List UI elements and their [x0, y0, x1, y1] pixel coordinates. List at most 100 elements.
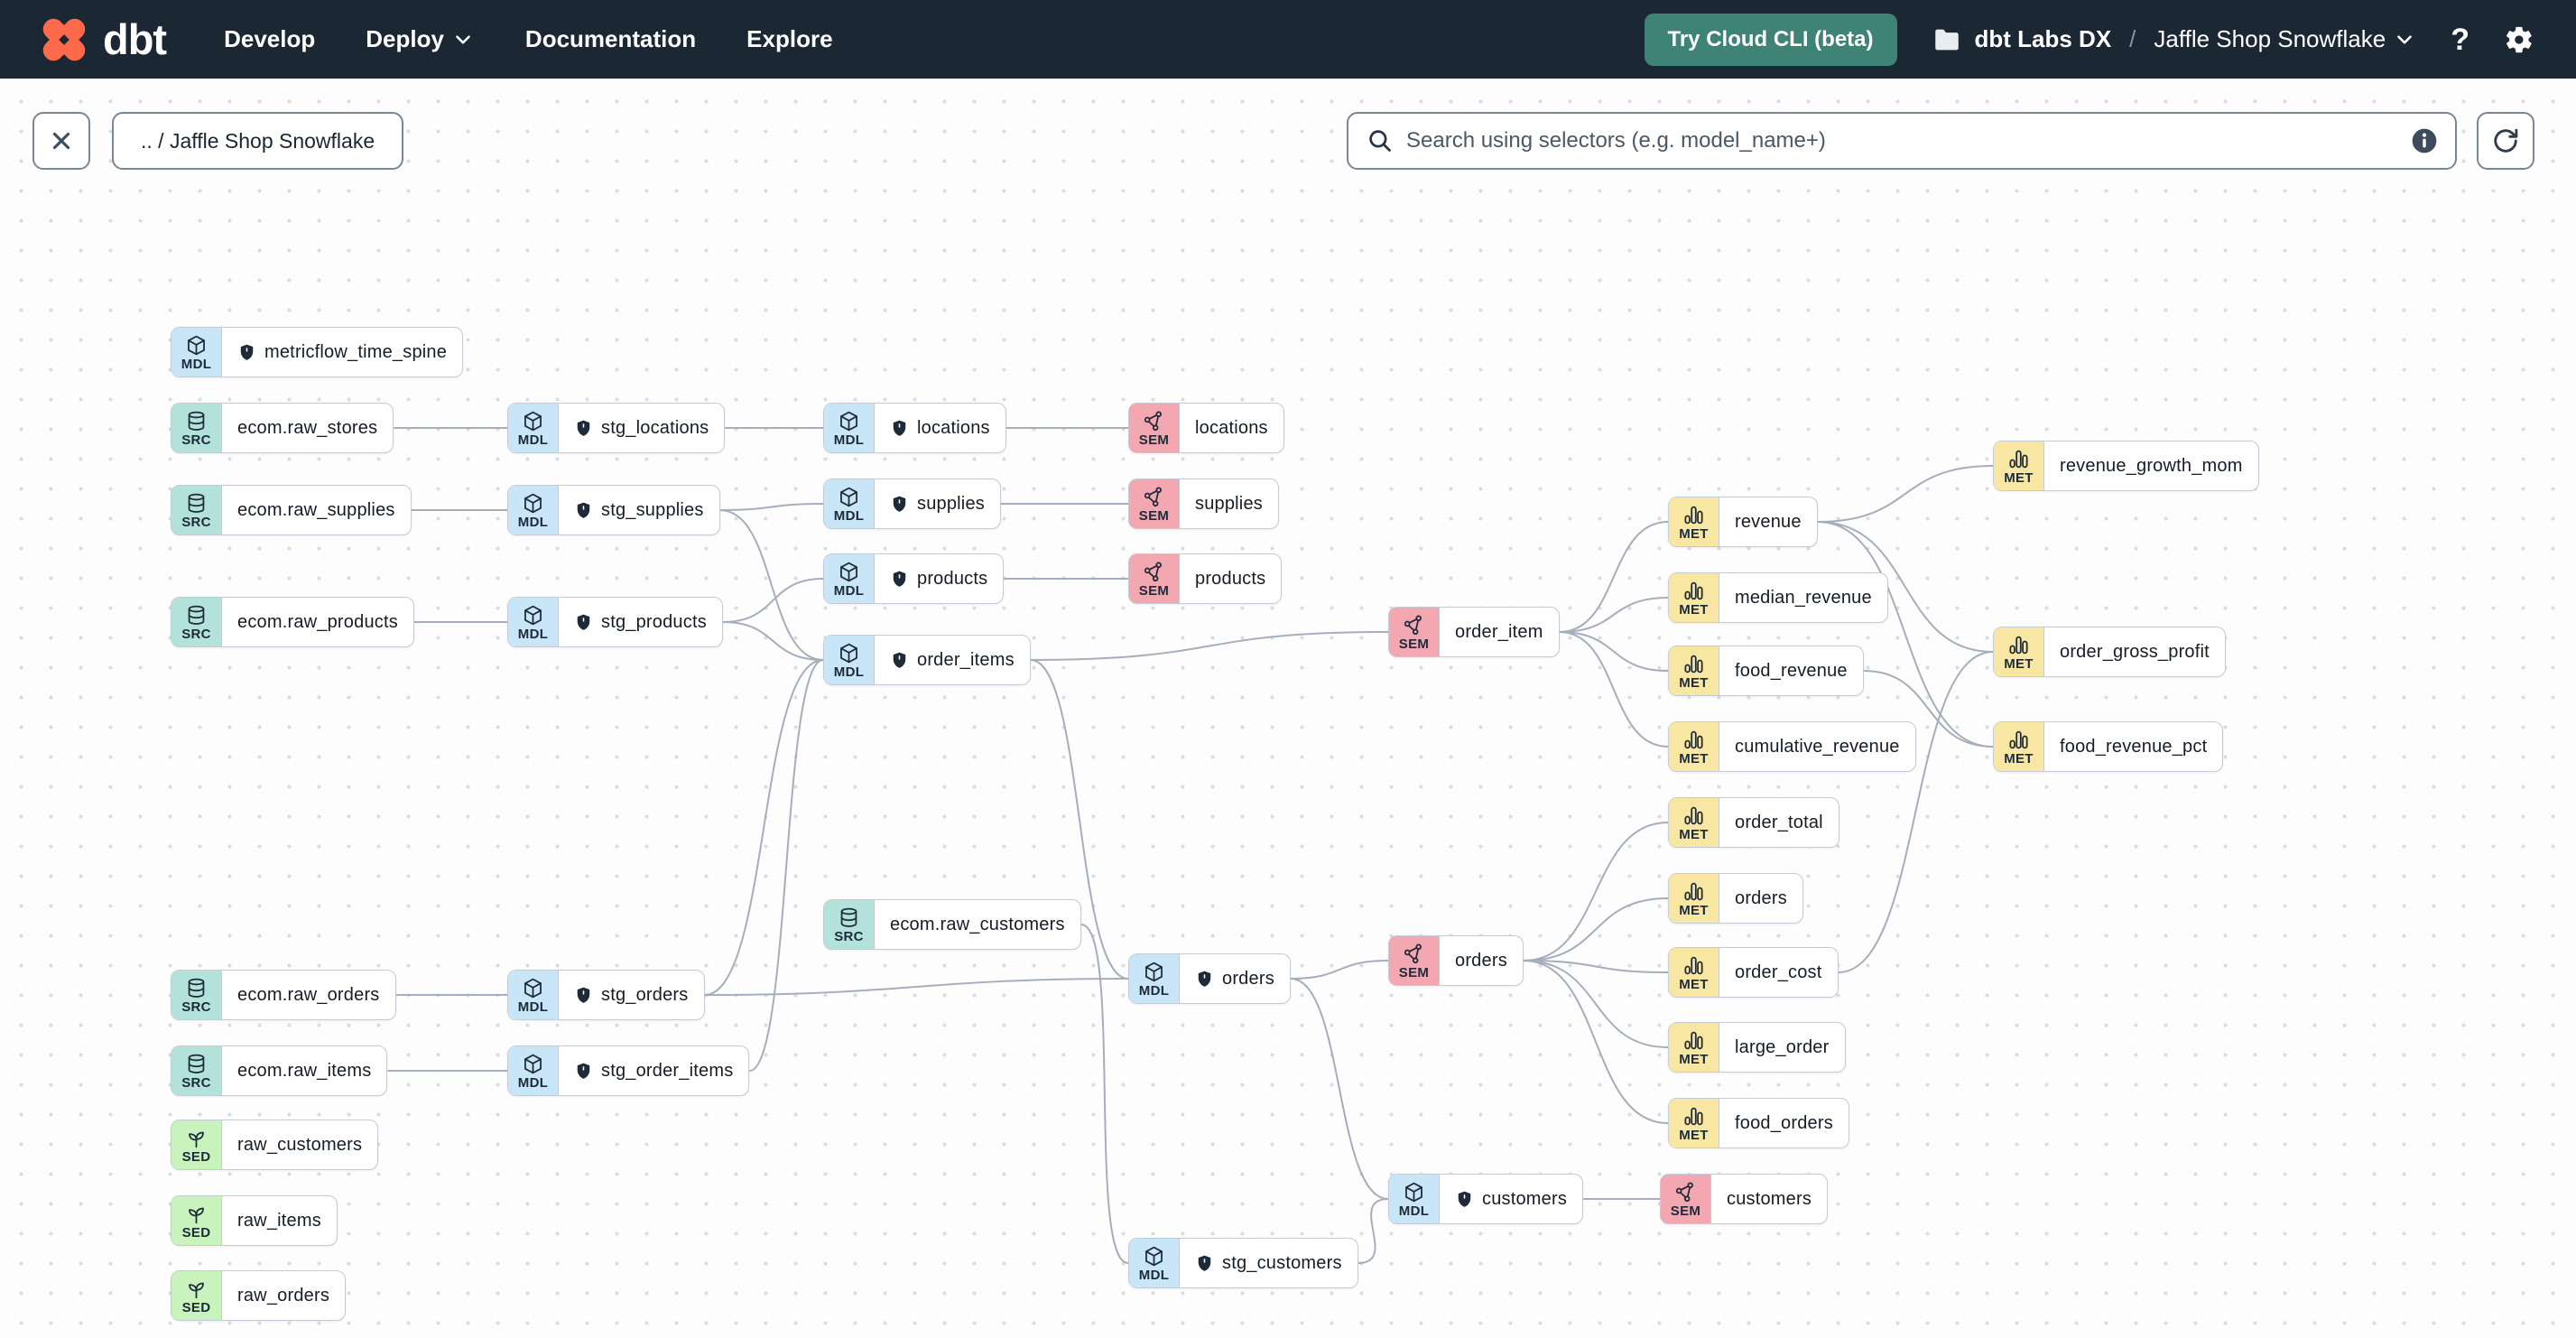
node-name: stg_order_items — [601, 1060, 734, 1081]
nav-item-develop[interactable]: Develop — [224, 25, 315, 53]
lineage-breadcrumb-button[interactable]: .. / Jaffle Shop Snowflake — [112, 112, 404, 170]
protected-shield-icon — [1195, 970, 1214, 989]
node-type-label: MDL — [517, 999, 549, 1015]
node-body: stg_products — [559, 598, 722, 646]
node-body: ecom.raw_orders — [222, 971, 395, 1019]
nav-item-documentation[interactable]: Documentation — [525, 25, 696, 53]
node-body: median_revenue — [1719, 573, 1887, 622]
protected-shield-icon — [574, 613, 593, 632]
lineage-edge-mdl_orders-mdl_customers — [1290, 978, 1389, 1200]
lineage-node-met_median_revenue[interactable]: MET median_revenue — [1668, 572, 1888, 623]
selector-search[interactable] — [1347, 112, 2457, 170]
node-type-label: MET — [1679, 750, 1709, 767]
semantic-graph-icon: SEM — [1129, 404, 1180, 452]
semantic-graph-icon: SEM — [1129, 554, 1180, 603]
info-icon[interactable] — [2410, 126, 2439, 155]
node-name: metricflow_time_spine — [264, 341, 448, 362]
search-input[interactable] — [1394, 128, 2410, 153]
dbt-logo[interactable]: dbt — [36, 12, 167, 68]
account-project-switcher[interactable]: dbt Labs DX / Jaffle Shop Snowflake — [1932, 24, 2417, 55]
edge-layer — [387, 426, 1994, 1264]
node-type-label: MDL — [1398, 1203, 1430, 1219]
semantic-graph-icon: SEM — [1389, 608, 1440, 656]
source-database-icon: SRC — [171, 971, 222, 1019]
node-type-label: MET — [2004, 750, 2034, 767]
metric-bars-icon: MET — [1669, 573, 1719, 622]
node-body: orders — [1180, 954, 1290, 1003]
node-name: orders — [1735, 887, 1787, 908]
node-body: order_cost — [1719, 948, 1838, 997]
lineage-node-met_order_gross_profit[interactable]: MET order_gross_profit — [1993, 627, 2226, 677]
lineage-edge-stg_supplies-mdl_order_items — [719, 509, 824, 661]
dbt-logo-icon — [42, 18, 86, 60]
lineage-edge-stg_customers-mdl_customers — [1357, 1198, 1389, 1264]
node-type-label: MET — [1679, 1051, 1709, 1067]
help-icon[interactable]: ? — [2451, 22, 2469, 57]
lineage-node-stg_locations[interactable]: MDL stg_locations — [507, 403, 726, 453]
lineage-edge-sem_orders-met_large_order — [1523, 960, 1669, 1048]
close-lineage-button[interactable] — [32, 112, 90, 170]
refresh-lineage-button[interactable] — [2477, 112, 2534, 170]
nav-item-explore[interactable]: Explore — [746, 25, 832, 53]
lineage-edge-met_revenue-met_order_gross_profit — [1817, 521, 1994, 653]
node-body: stg_locations — [559, 404, 724, 452]
lineage-edge-met_revenue-met_food_revenue_pct — [1817, 521, 1994, 748]
node-type-label: MDL — [517, 432, 549, 448]
lineage-edge-sem_order_item-met_cumulative_revenue — [1559, 631, 1669, 748]
node-type-label: SRC — [181, 432, 211, 448]
node-name: order_gross_profit — [2060, 641, 2210, 662]
seed-sprout-icon: SED — [171, 1271, 222, 1320]
node-type-label: MET — [1679, 601, 1709, 618]
nav-item-deploy[interactable]: Deploy — [366, 25, 475, 53]
nav-item-label: Explore — [746, 25, 833, 52]
project-selector[interactable]: Jaffle Shop Snowflake — [2154, 25, 2416, 53]
lineage-node-mdl_time_spine[interactable]: MDL metricflow_time_spine — [171, 327, 464, 377]
model-cube-icon: MDL — [171, 328, 222, 376]
node-body: raw_customers — [222, 1120, 377, 1169]
lineage-edge-met_order_cost-met_order_gross_profit — [1838, 651, 1994, 973]
node-type-label: MET — [1679, 826, 1709, 842]
metric-bars-icon: MET — [1994, 627, 2044, 676]
gear-icon[interactable] — [2504, 24, 2534, 55]
brand-wordmark: dbt — [103, 15, 167, 63]
try-cloud-cli-button[interactable]: Try Cloud CLI (beta) — [1644, 13, 1897, 66]
node-body: orders — [1719, 874, 1802, 923]
